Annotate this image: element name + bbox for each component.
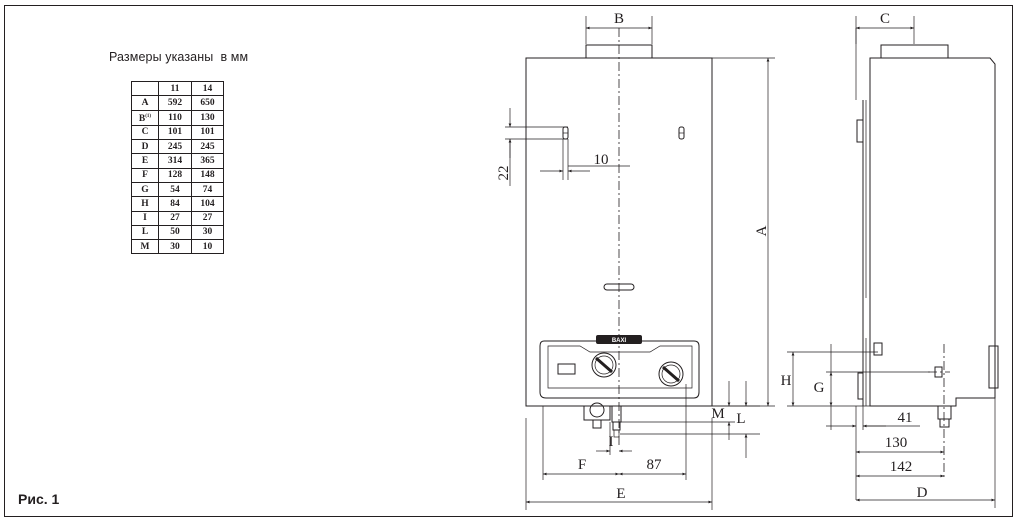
- brand-logo: BAXI: [612, 338, 627, 344]
- dimension-code: F: [142, 170, 148, 181]
- dimension-code: M: [140, 241, 150, 252]
- dimension-code: H: [141, 198, 149, 209]
- dimension-code: E: [141, 155, 149, 166]
- side-tab: [856, 119, 864, 143]
- front-dimensions: B A 22 10 M: [496, 11, 775, 510]
- gas-inlet: [592, 419, 602, 429]
- dim-41-label: 41: [898, 410, 913, 426]
- dim-142-label: 142: [890, 459, 913, 475]
- value-model-14: 30: [191, 224, 224, 241]
- dimension-code: C: [141, 127, 149, 138]
- side-dimensions: C H G 41 130 142: [781, 11, 996, 508]
- figure-label: Рис. 1: [18, 491, 60, 507]
- dim-130-label: 130: [885, 435, 908, 451]
- dim-f-label: F: [578, 457, 586, 473]
- dim-22-label: 22: [496, 166, 512, 181]
- rear-bracket: [988, 345, 999, 389]
- water-inlet: [611, 405, 622, 423]
- value-model-14: 101: [191, 124, 224, 141]
- side-flue-collar: [880, 44, 949, 59]
- value-model-14: 74: [191, 181, 224, 198]
- front-view: BAXI: [525, 28, 713, 445]
- dim-a-label: A: [754, 225, 770, 236]
- dimension-footnote-mark: (1): [145, 113, 152, 119]
- control-panel: [539, 340, 700, 399]
- inspection-window: [603, 283, 635, 291]
- dim-m-label: M: [711, 406, 724, 422]
- dim-i-label: I: [609, 434, 614, 450]
- side-view: [856, 44, 999, 480]
- dim-d-label: D: [917, 485, 928, 501]
- value-model-14: 104: [191, 196, 224, 212]
- temperature-knob: [658, 361, 684, 387]
- dim-e-label: E: [616, 486, 625, 502]
- side-knob: [857, 372, 864, 400]
- value-model-11: 54: [158, 181, 192, 198]
- value-model-11: 128: [158, 167, 192, 183]
- value-model-14: 365: [191, 153, 224, 169]
- dimension-code: G: [141, 184, 149, 195]
- gas-valve: [583, 405, 611, 421]
- figure-frame: [4, 5, 1013, 517]
- dim-c-label: C: [880, 11, 890, 27]
- value-model-14: 130: [191, 109, 224, 126]
- dimension-code-cell: D: [131, 139, 159, 155]
- dimension-code: B: [138, 113, 146, 124]
- value-model-11: 101: [158, 124, 192, 141]
- dim-10-label: 10: [594, 152, 609, 168]
- side-body: [869, 57, 996, 407]
- dim-g-label: G: [814, 380, 825, 396]
- dimension-code: D: [141, 141, 149, 152]
- dim-h-label: H: [781, 373, 792, 389]
- value-model-14: 148: [191, 167, 224, 183]
- power-knob: [591, 352, 617, 378]
- dimension-code: I: [143, 213, 147, 224]
- side-slot: [873, 342, 883, 356]
- brand-badge: [596, 335, 642, 344]
- value-model-14: 10: [191, 239, 224, 255]
- dimension-code: A: [141, 97, 149, 108]
- value-model-14: 245: [191, 139, 224, 155]
- dimensions-note: Размеры указаны в мм: [109, 50, 249, 64]
- value-model-14: 27: [191, 210, 224, 226]
- value-model-11: 30: [158, 239, 192, 255]
- value-model-14: 650: [191, 95, 224, 111]
- side-inlet: [937, 405, 952, 420]
- dim-l-label: L: [736, 411, 745, 427]
- display-window: [557, 363, 576, 375]
- dim-b-label: B: [614, 11, 624, 27]
- dim-87-label: 87: [647, 457, 663, 473]
- dimension-code: L: [141, 227, 149, 238]
- dimension-code-cell: C: [131, 124, 159, 141]
